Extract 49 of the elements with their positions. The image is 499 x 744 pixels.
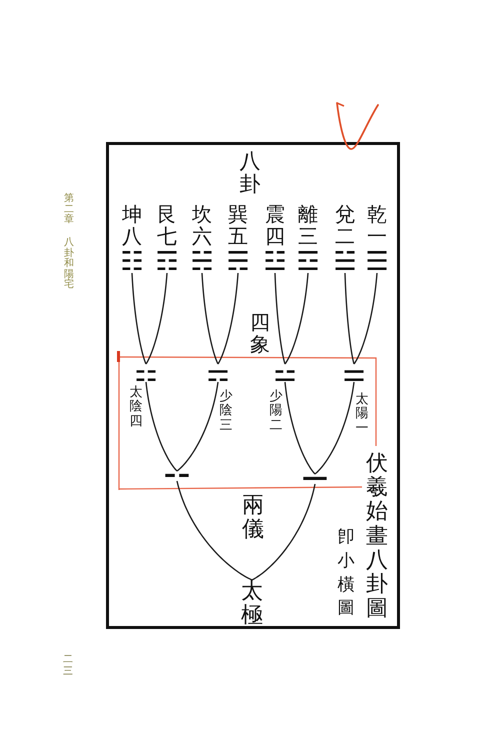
monogram-symbol: ⚋ [161, 471, 193, 481]
connector-curve [131, 272, 147, 364]
trigram-symbol: ☶ [154, 252, 180, 272]
running-header: 第二章 [64, 194, 74, 226]
page-number: 二三 [63, 654, 73, 678]
digram-symbol: ⚍ [271, 364, 299, 382]
connector-curve [176, 382, 219, 472]
connector-curve [201, 272, 219, 364]
connector-curve [353, 272, 378, 364]
title-text: 伏羲始畫八卦圖 [366, 452, 388, 622]
tier-label: 四象 [250, 311, 270, 355]
connector-curve [314, 382, 355, 474]
subtitle: 卽小橫圖 [338, 526, 354, 620]
trigram-name: 離三 [298, 203, 318, 247]
trigram-name: 艮七 [157, 203, 177, 247]
digram-name: 少陽二 [270, 390, 282, 433]
connector-curve [145, 272, 168, 364]
connector-curve [284, 272, 309, 364]
connector-curve [217, 272, 239, 364]
digram-symbol: ⚎ [204, 364, 232, 382]
connector-curve [284, 382, 316, 474]
connector-curve [344, 272, 355, 364]
trigram-symbol: ☷ [119, 252, 145, 272]
trigram-symbol: ☵ [189, 252, 215, 272]
connector-curve [252, 484, 316, 581]
digram-name: 太陰四 [130, 386, 142, 429]
connector-curve [176, 480, 252, 581]
trigram-name: 坤八 [122, 203, 142, 247]
connector-curve [145, 382, 178, 472]
trigram-name: 兌二 [335, 203, 355, 247]
tier-label: 八卦 [240, 150, 260, 196]
trigram-name: 坎六 [192, 203, 212, 247]
trigram-name: 震四 [265, 203, 285, 247]
root-label: 太極 [241, 580, 263, 628]
trigram-symbol: ☲ [295, 252, 321, 272]
digram-name: 太陽一 [356, 393, 368, 436]
trigram-symbol: ☳ [262, 252, 288, 272]
connector-curve [274, 272, 286, 364]
monogram-symbol: ⚊ [299, 474, 331, 484]
trigram-symbol: ☱ [332, 252, 358, 272]
running-header: 八卦和陽宅 [64, 238, 74, 290]
digram-symbol: ⚏ [132, 364, 160, 382]
trigram-symbol: ☰ [364, 252, 390, 272]
digram-symbol: ⚌ [340, 364, 368, 382]
digram-name: 少陰三 [220, 390, 232, 433]
trigram-name: 巽五 [228, 203, 248, 247]
trigram-name: 乾一 [367, 203, 387, 247]
trigram-symbol: ☴ [225, 252, 251, 272]
tier-label: 兩儀 [242, 494, 264, 542]
